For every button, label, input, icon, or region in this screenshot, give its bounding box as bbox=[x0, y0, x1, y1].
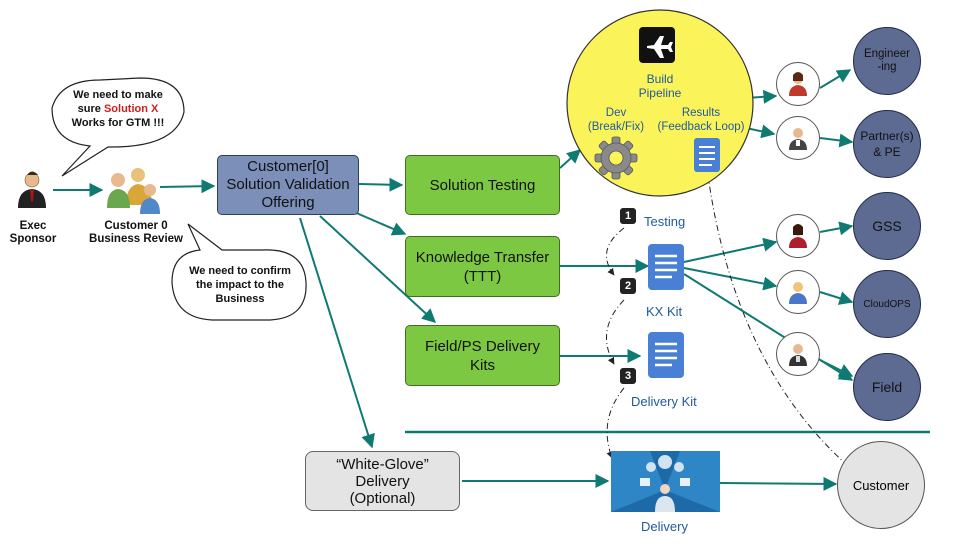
partners-pe-circle[interactable]: Partner(s) & PE bbox=[853, 110, 921, 178]
field-ps-delivery-box[interactable]: Field/PS Delivery Kits bbox=[405, 325, 560, 386]
solution-testing-box[interactable]: Solution Testing bbox=[405, 155, 560, 215]
airplane-icon bbox=[639, 27, 675, 63]
exec-sponsor-person bbox=[18, 171, 46, 208]
speech-bubble-top-text: We need to make sure Solution X Works fo… bbox=[71, 89, 165, 129]
gear-icon bbox=[594, 136, 638, 180]
results-label: Results (Feedback Loop) bbox=[657, 107, 745, 133]
build-pipeline-label: Build Pipeline bbox=[638, 72, 682, 100]
results-doc-icon bbox=[694, 138, 720, 172]
kx-kit-label: KX Kit bbox=[646, 304, 683, 319]
dashdot-arrows bbox=[606, 159, 849, 467]
engineering-circle[interactable]: Engineer -ing bbox=[853, 27, 921, 95]
step-1-badge: 1 bbox=[620, 208, 636, 224]
delivery-image bbox=[611, 451, 720, 512]
customer-0-group-icon bbox=[107, 168, 160, 214]
speech-bubble-bottom bbox=[171, 223, 307, 321]
flow-arrows bbox=[53, 69, 854, 491]
cloudops-circle[interactable]: CloudOPS bbox=[853, 270, 921, 338]
offering-box[interactable]: Customer[0] Solution Validation Offering bbox=[217, 155, 359, 215]
speech-bubble-top bbox=[51, 77, 185, 177]
testing-label: Testing bbox=[644, 214, 686, 229]
delivery-kit-doc-icon bbox=[648, 332, 684, 378]
delivery-kit-label: Delivery Kit bbox=[631, 394, 697, 409]
customer-0-label: Customer 0 Business Review bbox=[89, 220, 183, 245]
step-3-badge: 3 bbox=[620, 368, 636, 384]
partner-person-circle bbox=[776, 116, 820, 160]
step-2-badge: 2 bbox=[620, 278, 636, 294]
dev-label: Dev (Break/Fix) bbox=[587, 107, 645, 133]
knowledge-transfer-box[interactable]: Knowledge Transfer (TTT) bbox=[405, 236, 560, 297]
exec-sponsor-label: Exec Sponsor bbox=[9, 220, 57, 245]
speech-bubble-bottom-text: We need to confirm the impact to the Bus… bbox=[189, 265, 291, 305]
gss-circle[interactable]: GSS bbox=[853, 192, 921, 260]
kx-kit-doc-icon bbox=[648, 244, 684, 290]
delivery-label: Delivery bbox=[641, 519, 688, 534]
white-glove-delivery-box[interactable]: “White-Glove” Delivery (Optional) bbox=[305, 451, 460, 511]
customer-circle[interactable]: Customer bbox=[837, 441, 925, 529]
field-circle[interactable]: Field bbox=[853, 353, 921, 421]
